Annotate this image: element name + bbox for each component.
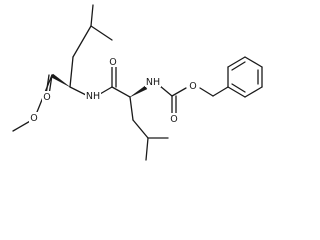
carbamate-ether-oxygen: O: [188, 80, 198, 92]
lower-alpha-carbon-bonds: [129, 85, 148, 121]
upper-isobutyl-group: [72, 4, 113, 58]
ester-carbonyl-oxygen: O: [42, 91, 52, 103]
structure-diagram: O O NH O NH O O: [12, 4, 263, 161]
benzene-ring: [227, 56, 263, 98]
ester-ether-oxygen: O: [29, 112, 39, 124]
lower-isobutyl-group: [132, 119, 169, 161]
carbamate-nh: NH: [145, 75, 161, 88]
ester-carbonyl-oxygen-label: O: [43, 92, 50, 103]
amide-linkage: [99, 66, 131, 98]
ester-ether-oxygen-label: O: [30, 113, 37, 124]
carbamate-ether-oxygen-label: O: [189, 81, 196, 92]
stereo-wedge-upper: [50, 73, 71, 88]
carbamate-carbonyl-oxygen: O: [169, 113, 179, 125]
amide-nh-label: NH: [86, 91, 100, 102]
carbamate-group: [159, 85, 229, 115]
carbamate-carbonyl-oxygen-label: O: [170, 114, 177, 125]
stereo-wedge-lower: [129, 85, 148, 98]
upper-alpha-carbon-bonds: [50, 56, 87, 96]
amide-carbonyl-oxygen: O: [108, 56, 118, 68]
carbamate-nh-label: NH: [146, 77, 160, 88]
amide-nh: NH: [85, 89, 101, 102]
amide-carbonyl-oxygen-label: O: [109, 57, 116, 68]
